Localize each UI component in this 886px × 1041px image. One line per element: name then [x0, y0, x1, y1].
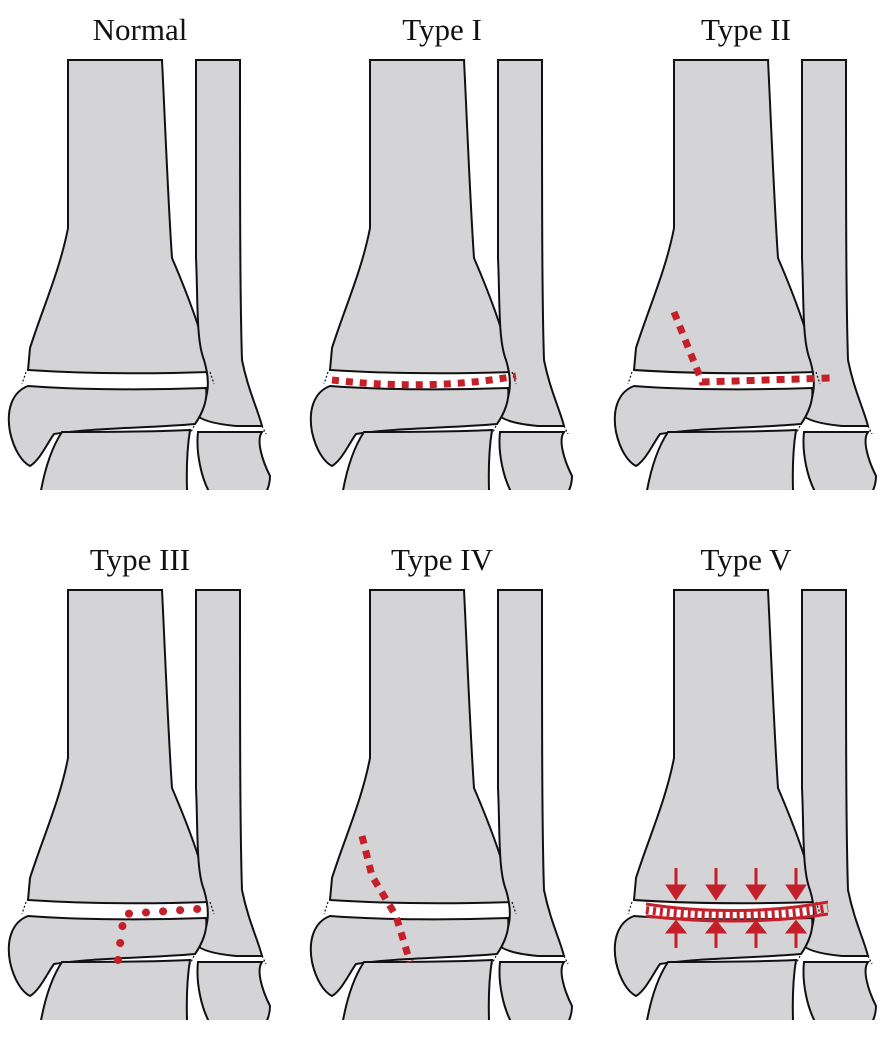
ankle-type-4-drawing: [302, 530, 582, 1020]
ankle-type-2-drawing: [606, 0, 886, 490]
ankle-normal-drawing: [0, 0, 280, 490]
panel-type-3: Type III: [0, 530, 280, 1020]
fracture-line: [332, 376, 516, 385]
panel-normal: Normal: [0, 0, 280, 490]
compression-zone: [646, 902, 828, 921]
ankle-type-3-drawing: [0, 530, 280, 1020]
ankle-type-1-drawing: [302, 0, 582, 490]
panel-type-2: Type II: [606, 0, 886, 490]
ankle-type-5-drawing: [606, 530, 886, 1020]
panel-type-1: Type I: [302, 0, 582, 490]
panel-type-4: Type IV: [302, 530, 582, 1020]
panel-type-5: Type V: [606, 530, 886, 1020]
